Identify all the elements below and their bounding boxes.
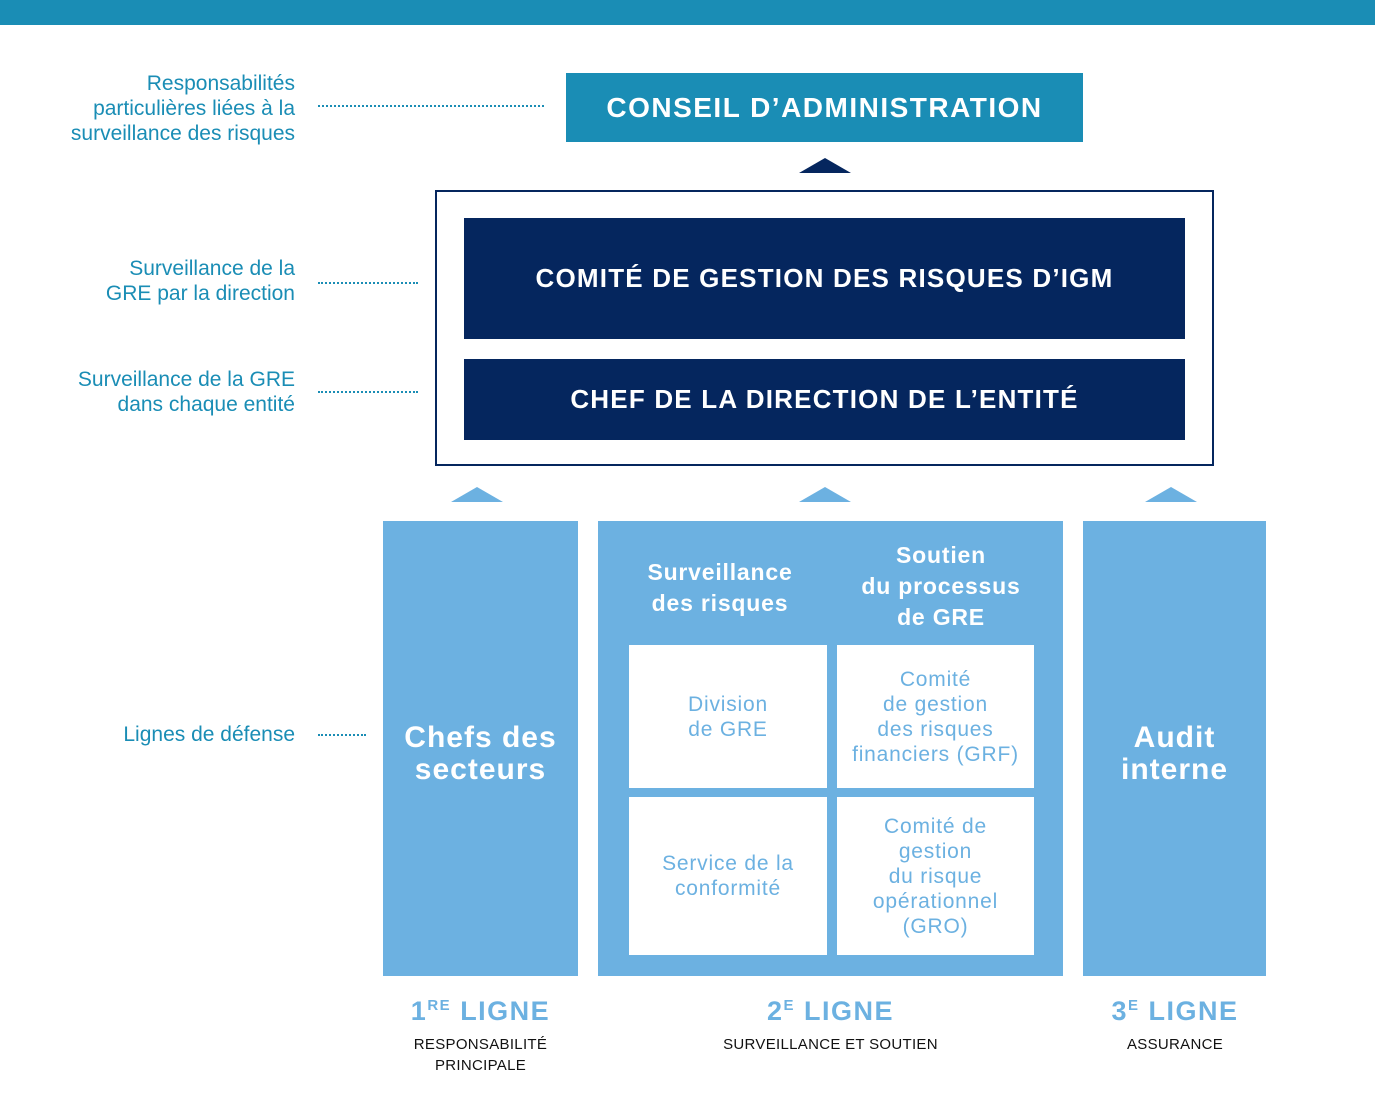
arrow-up-icon — [451, 487, 503, 502]
top-bar — [0, 0, 1375, 25]
first-line-label: 1RE LIGNE — [410, 996, 551, 1026]
side-label-board-oversight: Responsabilités particulières liées à la… — [70, 72, 295, 145]
side-label-lines-of-defense: Lignes de défense — [123, 723, 295, 746]
dotted-connector — [318, 282, 418, 284]
operational-risk-committee-box: Comité de gestion du risque opérationnel… — [837, 797, 1034, 955]
board-of-directors-box: CONSEIL D’ADMINISTRATION — [566, 73, 1083, 142]
second-line-label: 2E LIGNE — [766, 996, 895, 1026]
arrow-up-icon — [799, 158, 851, 173]
third-line-title: Audit interne — [1120, 721, 1229, 786]
compliance-service-box: Service de la conformité — [629, 797, 827, 955]
erm-support-heading: Soutien du processus de GRE — [861, 541, 1021, 630]
dotted-connector — [318, 734, 366, 736]
arrow-up-icon — [799, 487, 851, 502]
third-line-label: 3E LIGNE — [1111, 996, 1239, 1026]
risk-management-committee-box: COMITÉ DE GESTION DES RISQUES D’IGM — [464, 218, 1185, 339]
dotted-connector — [318, 391, 418, 393]
arrow-up-icon — [1145, 487, 1197, 502]
erm-division-box: Division de GRE — [629, 645, 827, 788]
entity-ceo-box: CHEF DE LA DIRECTION DE L’ENTITÉ — [464, 359, 1185, 440]
side-label-entity-oversight: Surveillance de la GRE dans chaque entit… — [77, 368, 295, 416]
first-line-column — [383, 521, 578, 976]
third-line-column — [1083, 521, 1266, 976]
risk-oversight-heading: Surveillance des risques — [647, 559, 793, 616]
management-frame — [435, 190, 1214, 466]
first-line-title: Chefs des secteurs — [404, 721, 557, 786]
first-line-description: RESPONSABILITÉ PRINCIPALE — [413, 1036, 548, 1074]
second-line-description: SURVEILLANCE ET SOUTIEN — [723, 1036, 938, 1053]
dotted-connector — [318, 105, 544, 107]
financial-risk-committee-box: Comité de gestion des risques financiers… — [837, 645, 1034, 788]
third-line-description: ASSURANCE — [1126, 1036, 1224, 1053]
side-label-management-oversight: Surveillance de la GRE par la direction — [105, 257, 295, 305]
